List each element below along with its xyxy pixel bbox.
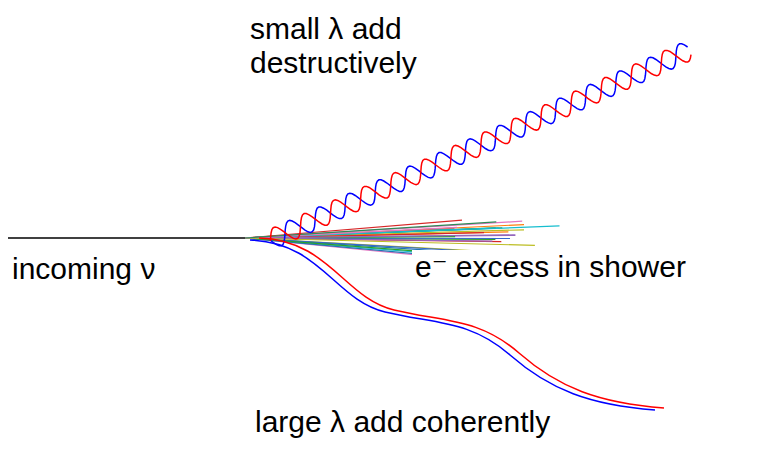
annotation-label: large λ add coherently	[255, 405, 675, 439]
annotation-label: small λ add destructively	[250, 12, 480, 80]
shower-track	[245, 238, 535, 245]
neutrino-track	[8, 237, 246, 239]
shower-track	[245, 222, 496, 238]
radio-waves	[250, 44, 691, 410]
annotation-label: incoming ν	[12, 252, 202, 286]
annotation-label: e⁻ excess in shower	[412, 250, 689, 284]
